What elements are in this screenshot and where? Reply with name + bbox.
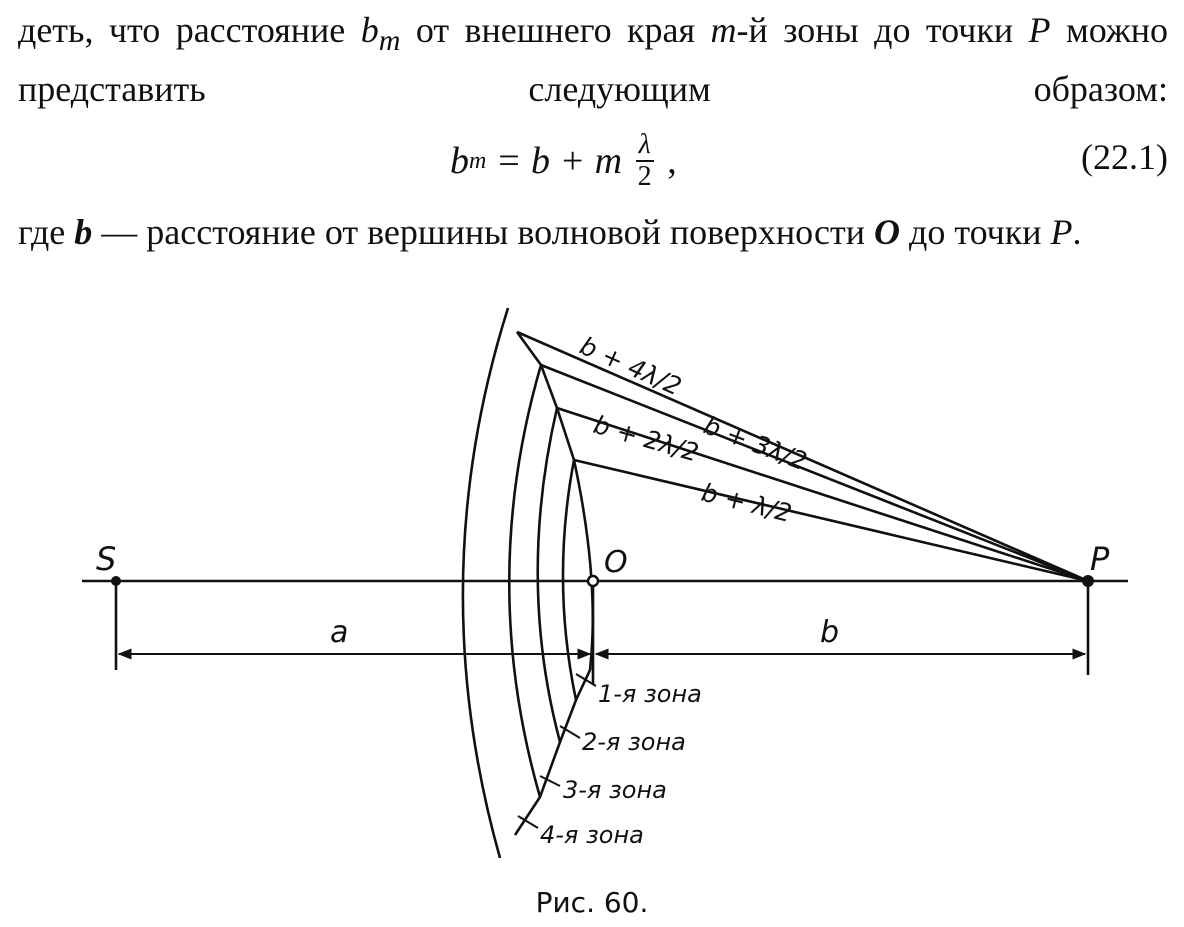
var-m: m xyxy=(710,10,737,50)
text-span: -й зоны до xyxy=(736,10,911,50)
var-b: b xyxy=(74,212,93,252)
fraction-lambda-over-2: λ 2 xyxy=(635,130,654,192)
var-p: P xyxy=(1050,212,1073,252)
label-b: b xyxy=(820,615,839,650)
figure-caption: Рис. 60. xyxy=(535,886,649,919)
zone-arc-1 xyxy=(561,459,578,701)
paragraph-1: деть, что расстояние bm от внешнего края… xyxy=(18,6,1168,113)
zone-label-3: 3-я зона xyxy=(563,776,667,804)
label-p: P xyxy=(1090,540,1110,578)
text-span: . xyxy=(1072,212,1082,252)
label-a: a xyxy=(330,615,348,650)
formula-lhs-sub: m xyxy=(469,147,487,174)
wave-front-outline xyxy=(513,331,595,836)
point-s xyxy=(111,576,121,586)
fraction-numerator: λ xyxy=(635,130,654,162)
zone-label-2: 2-я зона xyxy=(582,728,686,756)
ray-line-2 xyxy=(556,406,1089,583)
ray-label-1: b + λ/2 xyxy=(699,478,795,528)
point-o xyxy=(586,574,600,588)
ray-line-1 xyxy=(573,458,1089,583)
paragraph-2: где b — расстояние от вершины волновой п… xyxy=(18,208,1168,256)
text-span: от внешнего края xyxy=(400,10,711,50)
zone-arc-2 xyxy=(536,407,562,743)
zone-label-1: 1-я зона xyxy=(598,680,702,708)
label-o: O xyxy=(604,545,628,580)
ray-label-2: b + 2λ/2 xyxy=(590,410,702,468)
zone-leader-3 xyxy=(539,775,561,787)
text-span: точки xyxy=(925,10,1029,50)
text-span: — расстояние от вершины волновой поверхн… xyxy=(92,212,875,252)
fresnel-zones-figure: S O P a b b + 4λ/2 b + 2λ/2 b + 3λ/2 b +… xyxy=(82,307,1128,859)
fraction-denominator: 2 xyxy=(637,161,652,192)
zone-leader-2 xyxy=(559,725,581,739)
var-p: P xyxy=(1028,10,1051,50)
zone-label-4: 4-я зона xyxy=(540,821,644,849)
formula-comma: , xyxy=(657,140,677,182)
equation-number: (22.1) xyxy=(1081,137,1168,177)
formula-lhs: b xyxy=(450,140,469,182)
var-o: O xyxy=(874,212,901,252)
wave-front-arc xyxy=(461,307,510,859)
point-p xyxy=(1082,575,1094,587)
zone-leader-1 xyxy=(575,673,597,687)
var-sub-m: m xyxy=(378,24,401,58)
var-b: b xyxy=(360,10,379,50)
zone-leader-4 xyxy=(517,815,539,829)
ray-label-3: b + 3λ/2 xyxy=(700,411,811,477)
text-span: деть, что расстояние xyxy=(18,10,361,50)
text-span: можно представить следующим образом: xyxy=(18,10,1169,110)
zone-arc-3 xyxy=(507,364,543,798)
ray-line-4 xyxy=(516,330,1089,583)
text-span: до точки xyxy=(900,212,1051,252)
text-span: где xyxy=(18,212,75,252)
formula-rhs: = b + m xyxy=(486,140,632,182)
ray-line-3 xyxy=(540,363,1089,583)
label-s: S xyxy=(96,540,116,578)
